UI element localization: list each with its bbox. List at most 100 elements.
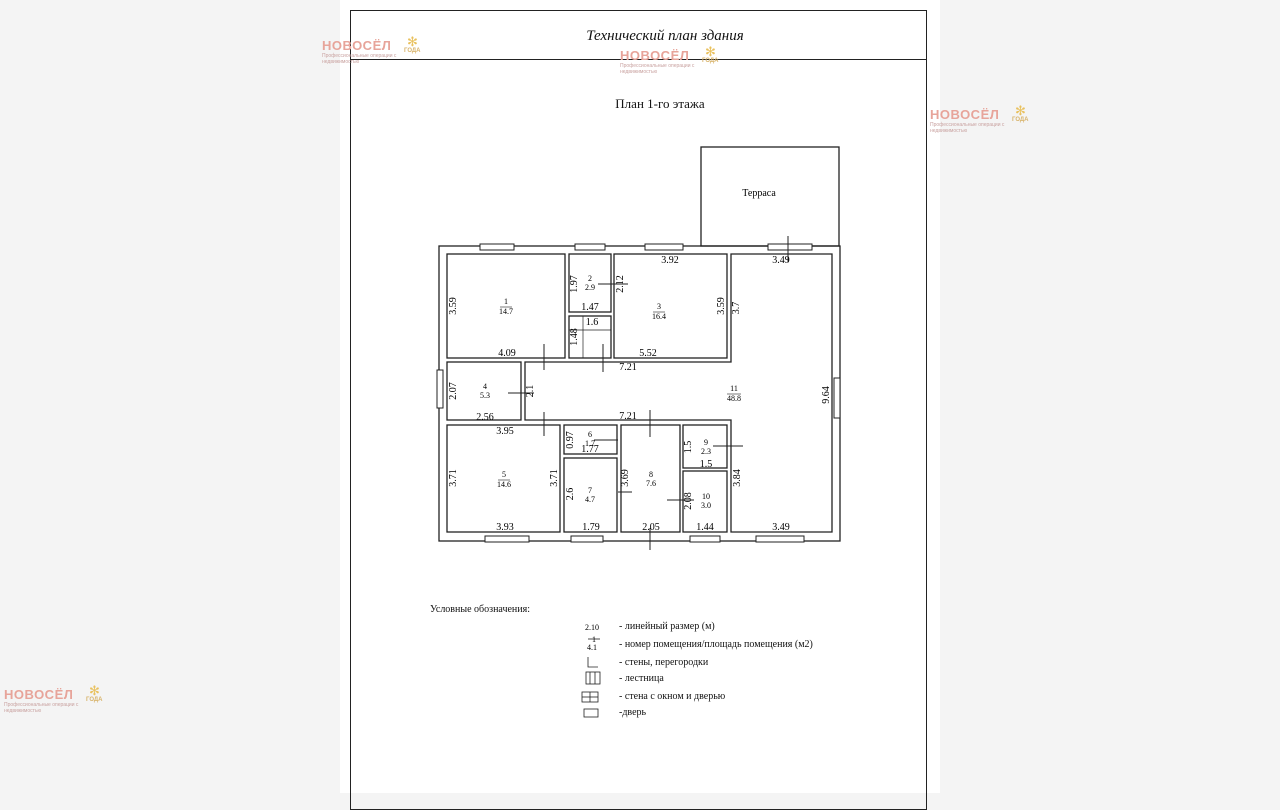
window <box>570 535 604 543</box>
room-number: 8 <box>649 470 653 479</box>
room-5-outline <box>446 424 561 533</box>
dimension-label: 5.52 <box>639 348 657 359</box>
watermark-tagline: Профессиональные операции с недвижимость… <box>620 63 695 75</box>
room-7-outline <box>563 457 618 533</box>
legend-item: - стены, перегородки <box>619 657 709 668</box>
stair-area-outline <box>568 315 612 359</box>
dimension-label: 1.79 <box>582 522 600 533</box>
legend-item: - линейный размер (м) <box>619 621 715 632</box>
watermark-badge: ГОДА <box>86 697 103 703</box>
legend-title: Условные обозначения: <box>430 604 531 615</box>
dimension-label: 3.59 <box>716 297 727 315</box>
dimension-label: 7.21 <box>619 411 637 422</box>
dimension-label: 3.71 <box>549 469 560 487</box>
dimension-label: 7.21 <box>619 362 637 373</box>
room-number: 10 <box>702 492 710 501</box>
room-10-outline <box>682 470 728 533</box>
room-number: 11 <box>730 384 738 393</box>
room-area: 4.7 <box>585 495 595 504</box>
watermark-badge: ГОДА <box>1012 117 1029 123</box>
legend-item: - номер помещения/площадь помещения (м2) <box>619 639 813 650</box>
dimension-label: 1.44 <box>696 522 714 533</box>
room-number: 4 <box>483 382 487 391</box>
floor-plan: Терраса 1 14.7 2 2.9 3 16.4 4 5.3 5 14.6… <box>436 146 841 718</box>
window <box>767 243 813 251</box>
room-number: 5 <box>502 470 506 479</box>
dimension-label: 2.05 <box>642 522 660 533</box>
dimension-label: 3.69 <box>620 469 631 487</box>
window <box>833 377 841 419</box>
room-area: 48.8 <box>727 394 741 403</box>
room-number: 6 <box>588 430 592 439</box>
room-number: 9 <box>704 438 708 447</box>
room-number: 2 <box>588 274 592 283</box>
dimension-label: 2.08 <box>683 492 694 510</box>
outer-wall <box>438 245 841 542</box>
dimension-label: 3.92 <box>661 255 679 266</box>
watermark-logo-text: НОВОСЁЛ <box>930 107 1000 122</box>
dimension-label: 1.5 <box>700 459 713 470</box>
room-1-outline <box>446 253 566 359</box>
terrace-label: Терраса <box>742 188 776 199</box>
sun-icon: ✻ <box>705 44 716 59</box>
dimension-label: 1.5 <box>683 441 694 454</box>
dimension-label: 4.09 <box>498 348 516 359</box>
sun-icon: ✻ <box>89 683 100 698</box>
room-area: 2.9 <box>585 283 595 292</box>
room-number: 3 <box>657 302 661 311</box>
dimension-label: 3.84 <box>732 469 743 487</box>
watermark-logo: ✻ НОВОСЁЛ Профессиональные операции с не… <box>4 683 103 714</box>
dimension-label: 2.12 <box>615 275 626 293</box>
room-area: 14.6 <box>497 480 511 489</box>
legend-item: - стена с окном и дверью <box>619 691 726 702</box>
dimension-label: 0.97 <box>565 431 576 449</box>
dimension-label: 3.95 <box>496 426 514 437</box>
dimension-label: 3.71 <box>448 469 459 487</box>
watermark-tagline: Профессиональные операции с недвижимость… <box>930 122 1005 134</box>
window <box>689 535 721 543</box>
legend-sample-area: 4.1 <box>587 643 597 652</box>
sun-icon: ✻ <box>407 34 418 49</box>
legend-symbol-door <box>583 708 599 718</box>
room-number: 1 <box>504 297 508 306</box>
window <box>484 535 530 543</box>
room-area: 5.3 <box>480 391 490 400</box>
window <box>755 535 805 543</box>
room-3-outline <box>613 253 728 359</box>
room-area: 3.0 <box>701 501 711 510</box>
watermark-logo-text: НОВОСЁЛ <box>620 48 690 63</box>
watermark-logo: ✻ НОВОСЁЛ Профессиональные операции с не… <box>322 34 421 65</box>
window <box>436 369 444 409</box>
dimension-label: 1.48 <box>569 328 580 346</box>
room-number: 7 <box>588 486 592 495</box>
legend-item: - лестница <box>619 673 664 684</box>
room-2-outline <box>568 253 612 313</box>
dimension-label: 9.64 <box>821 386 832 404</box>
dimension-label: 3.49 <box>772 522 790 533</box>
dimension-label: 3.59 <box>448 297 459 315</box>
legend-sample-dim: 2.10 <box>585 623 599 632</box>
plan-title: План 1-го этажа <box>615 96 705 111</box>
dimension-label: 2.1 <box>525 385 536 398</box>
dimension-label: 1.77 <box>581 444 599 455</box>
dimension-label: 2.6 <box>565 488 576 501</box>
dimension-label: 2.07 <box>448 382 459 400</box>
dimension-label: 3.93 <box>496 522 514 533</box>
room-area: 14.7 <box>499 307 513 316</box>
room-11-outline <box>524 253 833 533</box>
watermark-badge: ГОДА <box>404 48 421 54</box>
dimension-label: 2.56 <box>476 412 494 423</box>
dimension-label: 1.6 <box>586 317 599 328</box>
watermark-tagline: Профессиональные операции с недвижимость… <box>4 702 79 714</box>
room-area: 1.7 <box>585 439 595 448</box>
room-area: 16.4 <box>652 312 666 321</box>
watermark-logo: ✻ НОВОСЁЛ Профессиональные операции с не… <box>930 103 1029 134</box>
legend-symbol-stairs <box>585 671 601 685</box>
watermark-tagline: Профессиональные операции с недвижимость… <box>322 53 397 65</box>
dimension-label: 3.49 <box>772 255 790 266</box>
legend-sample-num: 1 <box>592 635 596 644</box>
watermark-badge: ГОДА <box>702 58 719 64</box>
room-4-outline <box>446 361 522 421</box>
room-area: 2.3 <box>701 447 711 456</box>
legend-item: -дверь <box>619 707 647 718</box>
